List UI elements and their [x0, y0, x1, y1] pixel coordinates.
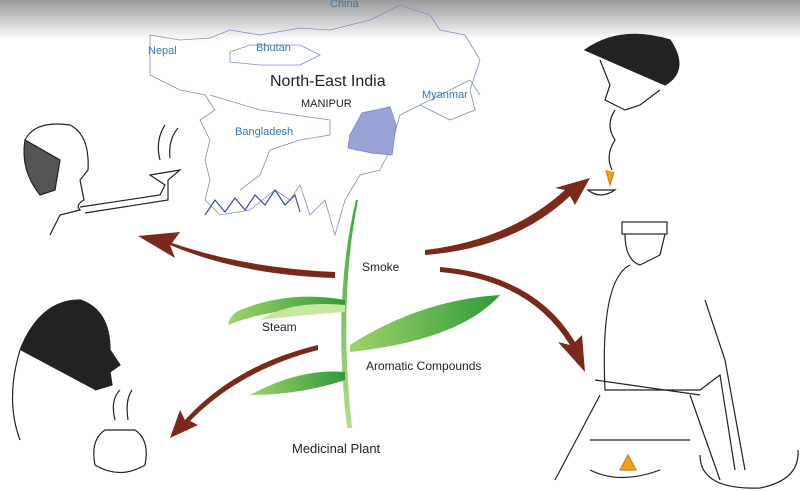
manipur-region: [347, 106, 397, 156]
label-manipur: MANIPUR: [301, 98, 352, 110]
bangladesh-delta: [204, 188, 301, 216]
label-aromatic-compounds: Aromatic Compounds: [366, 359, 482, 373]
smoke-inhaler-illustration: [583, 33, 680, 196]
label-nepal: Nepal: [148, 45, 177, 57]
arrow-to-inhaler: [425, 178, 590, 255]
label-bhutan: Bhutan: [256, 42, 291, 54]
arrow-to-sitter: [440, 267, 585, 372]
sitting-person-illustration: [554, 221, 799, 489]
arrow-to-pipe-smoker: [138, 232, 335, 278]
label-bangladesh: Bangladesh: [235, 126, 294, 138]
top-gradient: [0, 0, 800, 40]
label-medicinal-plant: Medicinal Plant: [292, 441, 381, 456]
label-steam: Steam: [262, 320, 297, 334]
map-outline: [149, 4, 481, 237]
pipe-smoker-illustration: [23, 123, 183, 236]
label-china: China: [330, 0, 359, 10]
medicinal-plant-illustration: [228, 200, 500, 428]
arrows: [138, 178, 590, 438]
label-smoke: Smoke: [362, 260, 400, 274]
steam-inhaler-illustration: [11, 299, 147, 474]
arrow-to-steam-inhaler: [170, 345, 318, 438]
label-myanmar: Myanmar: [422, 89, 468, 101]
label-north-east-india: North-East India: [270, 73, 386, 90]
